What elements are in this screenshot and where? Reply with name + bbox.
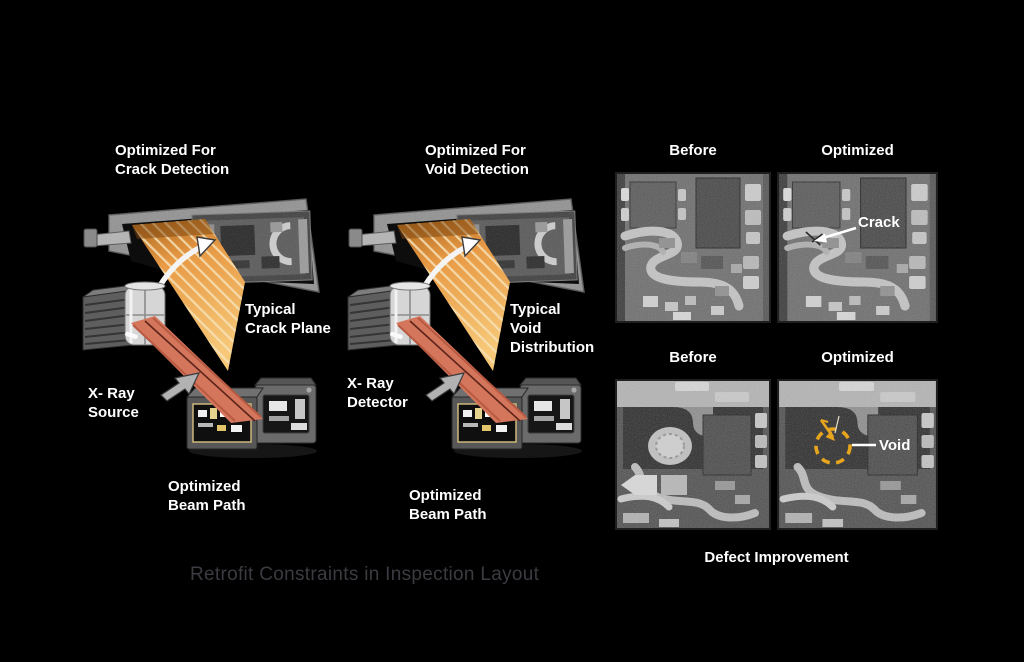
crack-beam-line1: Optimized [168, 478, 241, 495]
crack-before-xray [615, 172, 771, 323]
crack-optimized-header: Optimized [821, 142, 894, 159]
crack-row-headers: Before Optimized [615, 140, 938, 172]
crack-region-line1: Typical [245, 301, 296, 318]
void-beam-line1: Optimized [409, 487, 482, 504]
xray-source-line1: X- Ray [88, 385, 135, 402]
crack-optimized-image: Crack [777, 172, 938, 323]
xray-source-label: X- Ray Source [88, 384, 139, 422]
xray-detector-line2: Detector [347, 394, 408, 411]
xray-source-line2: Source [88, 404, 139, 421]
diagram-crack-title-line1: Optimized For [115, 142, 216, 159]
void-beam-path-label: Optimized Beam Path [409, 486, 487, 524]
void-before-xray [615, 379, 771, 530]
diagram-void-title: Optimized For Void Detection [425, 141, 529, 179]
void-image-row: Void [615, 379, 938, 530]
xray-detector-label: X- Ray Detector [347, 374, 408, 412]
void-region-line1: Typical [510, 301, 561, 318]
diagram-crack-title-line2: Crack Detection [115, 161, 230, 178]
crack-beam-path-label: Optimized Beam Path [168, 477, 246, 515]
diagram-void-title-line2: Void Detection [425, 161, 529, 178]
void-annotation-label: Void [879, 437, 911, 454]
void-region-line3: Distribution [510, 339, 595, 356]
comparison-panel: Before Optimized Crack [615, 140, 938, 566]
crack-optimized-xray [777, 172, 938, 323]
xray-detector-line1: X- Ray [347, 375, 394, 392]
crack-before-image [615, 172, 771, 323]
row-spacer [615, 323, 938, 347]
diagram-crack-title: Optimized For Crack Detection [115, 141, 229, 179]
void-optimized-xray [777, 379, 938, 530]
void-optimized-header: Optimized [821, 349, 894, 366]
slide-subtitle: Retrofit Constraints in Inspection Layou… [190, 564, 540, 585]
void-optimized-image: Void [777, 379, 938, 530]
void-beam-line2: Beam Path [409, 506, 487, 523]
crack-before-header: Before [669, 142, 717, 159]
comparison-caption: Defect Improvement [704, 549, 849, 566]
void-row-headers: Before Optimized [615, 347, 938, 379]
void-region-line2: Void [510, 320, 542, 337]
void-before-header: Before [669, 349, 717, 366]
crack-image-row: Crack [615, 172, 938, 323]
crack-annotation-label: Crack [858, 214, 900, 231]
void-region-label: Typical Void Distribution [510, 300, 594, 357]
void-before-image [615, 379, 771, 530]
diagram-void-title-line1: Optimized For [425, 142, 526, 159]
crack-region-line2: Crack Plane [245, 320, 331, 337]
crack-region-label: Typical Crack Plane [245, 300, 331, 338]
crack-beam-line2: Beam Path [168, 497, 246, 514]
